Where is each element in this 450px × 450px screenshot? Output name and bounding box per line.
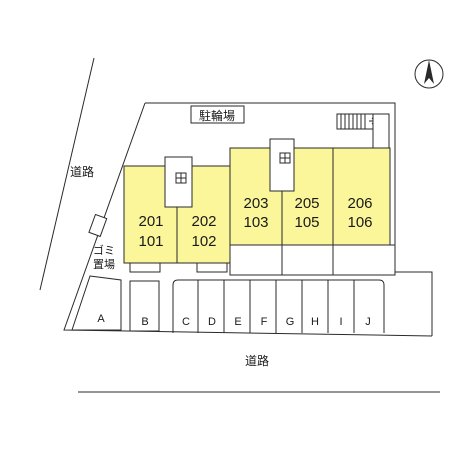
parking-group-c-j xyxy=(172,279,385,333)
road-label-bottom: 道路 xyxy=(245,353,269,368)
garbage-area: ゴミ 置場 xyxy=(88,213,115,271)
unit-lower-103: 103 xyxy=(243,214,268,231)
unit-lower-101: 101 xyxy=(138,233,163,250)
parking-label-j: J xyxy=(365,316,371,328)
garbage-label-line2: 置場 xyxy=(93,258,115,271)
bicycle-parking-box xyxy=(190,105,245,124)
unit-upper-206: 206 xyxy=(347,195,372,212)
storage-left xyxy=(129,262,161,273)
road-label-left: 道路 xyxy=(70,164,94,179)
parking-label-b: B xyxy=(141,316,148,328)
parking-slot-b: B xyxy=(129,280,160,332)
unit-lower-102: 102 xyxy=(191,233,216,250)
unit-upper-202: 202 xyxy=(191,213,216,230)
parking-label-a: A xyxy=(97,313,105,325)
unit-lower-105: 105 xyxy=(294,214,319,231)
unit-lower-106: 106 xyxy=(347,214,372,231)
garbage-label-line1: ゴミ xyxy=(93,243,115,257)
unit-upper-203: 203 xyxy=(243,195,268,212)
parking-label-d: D xyxy=(208,316,216,328)
parking-slot-a: A xyxy=(71,275,122,331)
bicycle-parking-label: 駐輪場 xyxy=(199,108,235,123)
parking-label-c: C xyxy=(182,316,190,328)
storage-block-206 xyxy=(332,244,396,276)
stair-box-right xyxy=(269,138,295,192)
parking-label-g: G xyxy=(286,316,295,328)
parking-label-i: I xyxy=(339,316,342,328)
unit-upper-205: 205 xyxy=(294,195,319,212)
parking-label-e: E xyxy=(234,316,241,328)
parking-label-f: F xyxy=(261,316,268,328)
left-road-edge xyxy=(39,57,95,291)
north-arrow-icon xyxy=(414,59,444,89)
unit-upper-201: 201 xyxy=(138,213,163,230)
storage-middle xyxy=(196,262,228,273)
storage-block-205 xyxy=(281,244,334,276)
storage-block-203 xyxy=(229,244,283,276)
parking-label-h: H xyxy=(311,316,319,328)
stair-box-left xyxy=(164,156,193,208)
